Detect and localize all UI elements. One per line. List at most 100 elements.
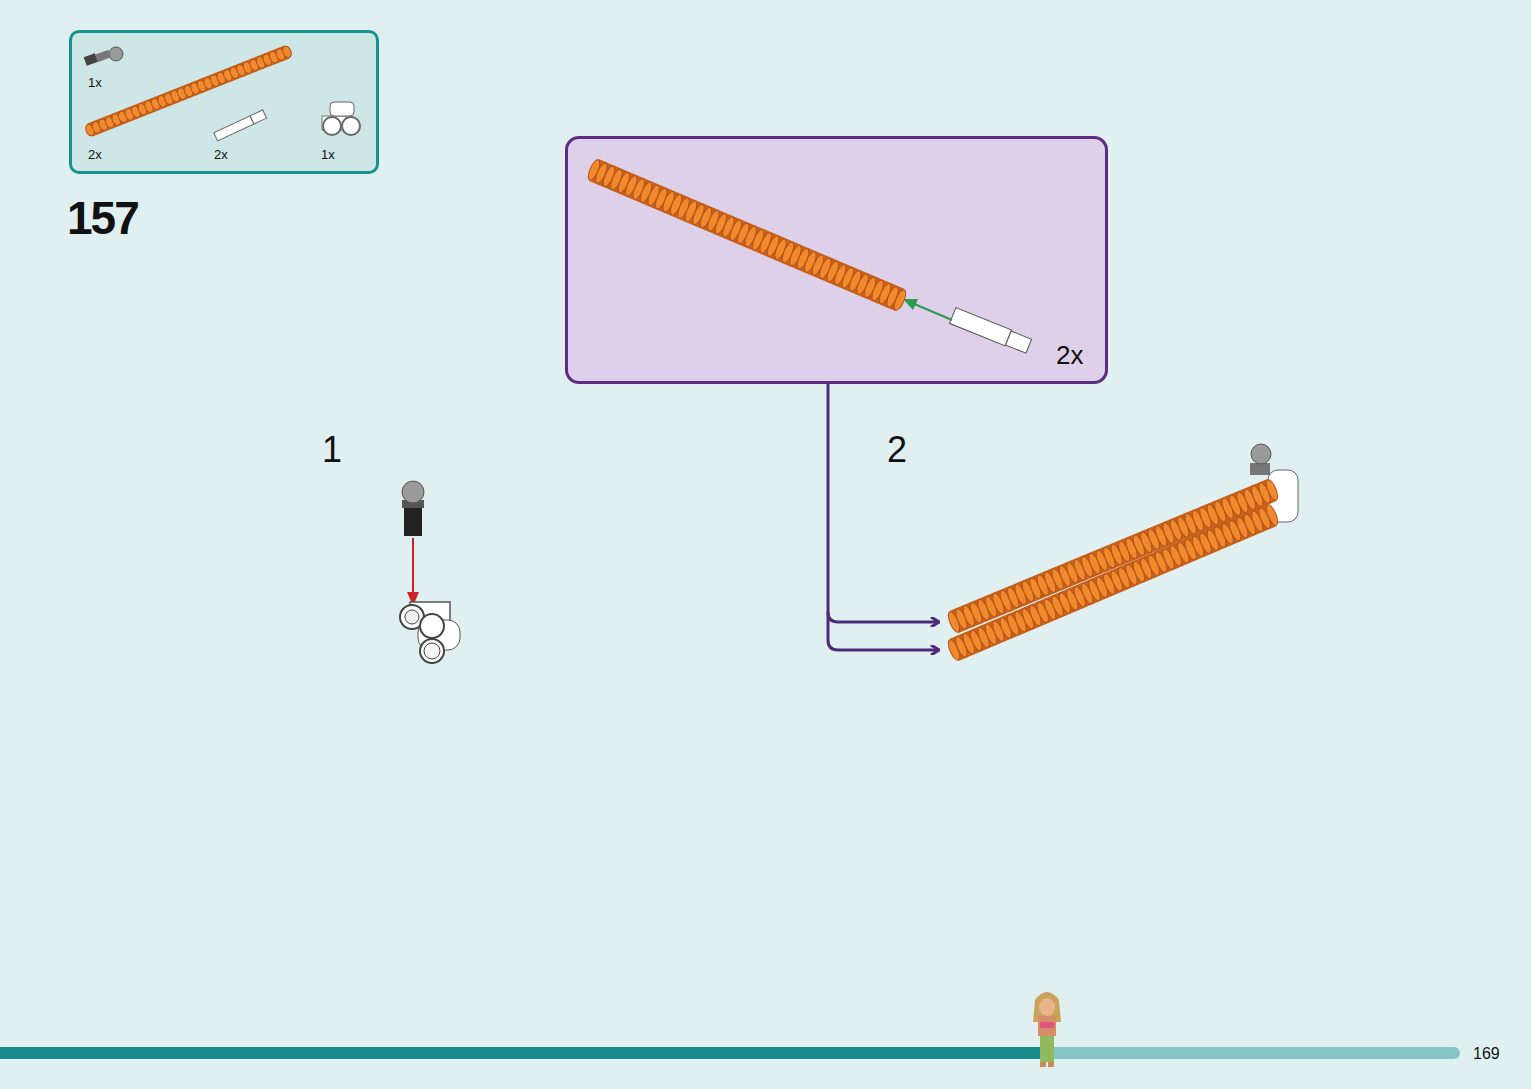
tube-rib <box>1190 535 1206 558</box>
tube-rib <box>825 260 841 283</box>
tube-rib <box>1035 573 1051 596</box>
tube-rib <box>847 269 863 292</box>
tube-rib <box>1124 537 1140 560</box>
tube-rib <box>1153 550 1169 573</box>
tube-rib <box>261 53 273 67</box>
tube-rib <box>668 193 684 216</box>
tube-rib <box>229 66 241 80</box>
tube-rib <box>990 592 1006 615</box>
tube-rib <box>1161 521 1177 544</box>
tube-rib <box>248 58 260 72</box>
tube-rib <box>202 76 214 90</box>
tube-body <box>90 52 287 130</box>
tube-rib <box>1020 607 1036 630</box>
tube-rib <box>1101 546 1117 569</box>
tube-rib <box>1146 554 1162 577</box>
tube-rib <box>608 168 624 191</box>
tube-rib <box>1131 560 1147 583</box>
tube-rib <box>1242 513 1258 536</box>
tube-rib <box>1020 580 1036 603</box>
tube-rib <box>1116 566 1132 589</box>
tube-rib <box>705 209 721 232</box>
tube-rib <box>235 63 247 77</box>
step-number: 157 <box>67 195 138 241</box>
tube-rib <box>616 171 632 194</box>
tube-rib <box>961 604 977 627</box>
tube-rib <box>976 626 992 649</box>
callout-connector <box>828 383 938 622</box>
tube-rib <box>1264 478 1280 501</box>
tube-rib <box>646 184 662 207</box>
tube-rib <box>1072 585 1088 608</box>
tube-rib <box>758 231 774 254</box>
tube-rib <box>1138 557 1154 580</box>
tube-rib <box>976 598 992 621</box>
tube-rib <box>1168 544 1184 567</box>
minifigure <box>1033 992 1061 1067</box>
tube-rib <box>631 177 647 200</box>
tube-rib <box>209 74 221 88</box>
tube-rib <box>1109 569 1125 592</box>
tube-rib <box>817 257 833 280</box>
tube-rib <box>1042 570 1058 593</box>
tube-rib <box>691 203 707 226</box>
tube-rib <box>765 234 781 257</box>
tube-rib <box>683 200 699 223</box>
tube-rib <box>1042 597 1058 620</box>
tube-rib <box>1175 541 1191 564</box>
tube-rib <box>137 102 149 116</box>
subassembly-box: 2x <box>565 136 1108 384</box>
parts-icons <box>84 47 360 141</box>
tube-rib <box>1138 530 1154 553</box>
tube-rib <box>885 285 901 308</box>
tube-rib <box>983 595 999 618</box>
tube-rib <box>802 250 818 273</box>
tube-rib <box>150 97 162 111</box>
tube-rib <box>1013 610 1029 633</box>
tube-rib <box>91 120 103 134</box>
tube-rib <box>189 81 201 95</box>
axle-pin <box>950 308 1032 354</box>
tube-rib <box>143 100 155 114</box>
parts-list-box: 1x2x2x1x <box>69 30 379 174</box>
tube-rib <box>1087 579 1103 602</box>
tube-rib <box>123 107 135 121</box>
tube-rib <box>1094 576 1110 599</box>
tube-rib <box>1087 552 1103 575</box>
tube-rib <box>1064 588 1080 611</box>
substep-number: 2 <box>887 432 907 468</box>
tube-rib <box>877 282 893 305</box>
tube-rib <box>586 158 602 181</box>
tube-rib <box>1168 518 1184 541</box>
tube-rib <box>840 266 856 289</box>
quantity-label: 1x <box>321 148 335 161</box>
tube-rib <box>750 228 766 251</box>
tube-body <box>954 490 1272 622</box>
tube-rib <box>1027 577 1043 600</box>
tube-rib <box>104 115 116 129</box>
tube-rib <box>946 638 962 661</box>
assembly-arrow <box>912 303 952 320</box>
tube-rib <box>222 68 234 82</box>
page-number: 169 <box>1473 1046 1500 1062</box>
tube-rib <box>1212 525 1228 548</box>
tube-rib <box>1101 572 1117 595</box>
tube-rib <box>1235 491 1251 514</box>
quantity-label: 2x <box>214 148 228 161</box>
step1-illustration <box>400 481 460 663</box>
tube-rib <box>110 113 122 127</box>
tube-rib <box>1027 604 1043 627</box>
tube-rib <box>892 288 908 311</box>
tube-rib <box>990 619 1006 642</box>
tube-rib <box>593 161 609 184</box>
tube-rib <box>1072 558 1088 581</box>
tube-body <box>954 515 1272 650</box>
tube-rib <box>953 607 969 630</box>
tube-rib <box>84 123 96 137</box>
tube-rib <box>713 212 729 235</box>
tube-rib <box>1227 519 1243 542</box>
tube-rib <box>735 222 751 245</box>
tube-rib <box>1220 522 1236 545</box>
progress-bar <box>0 1047 1460 1059</box>
progress-fill <box>0 1047 1045 1059</box>
